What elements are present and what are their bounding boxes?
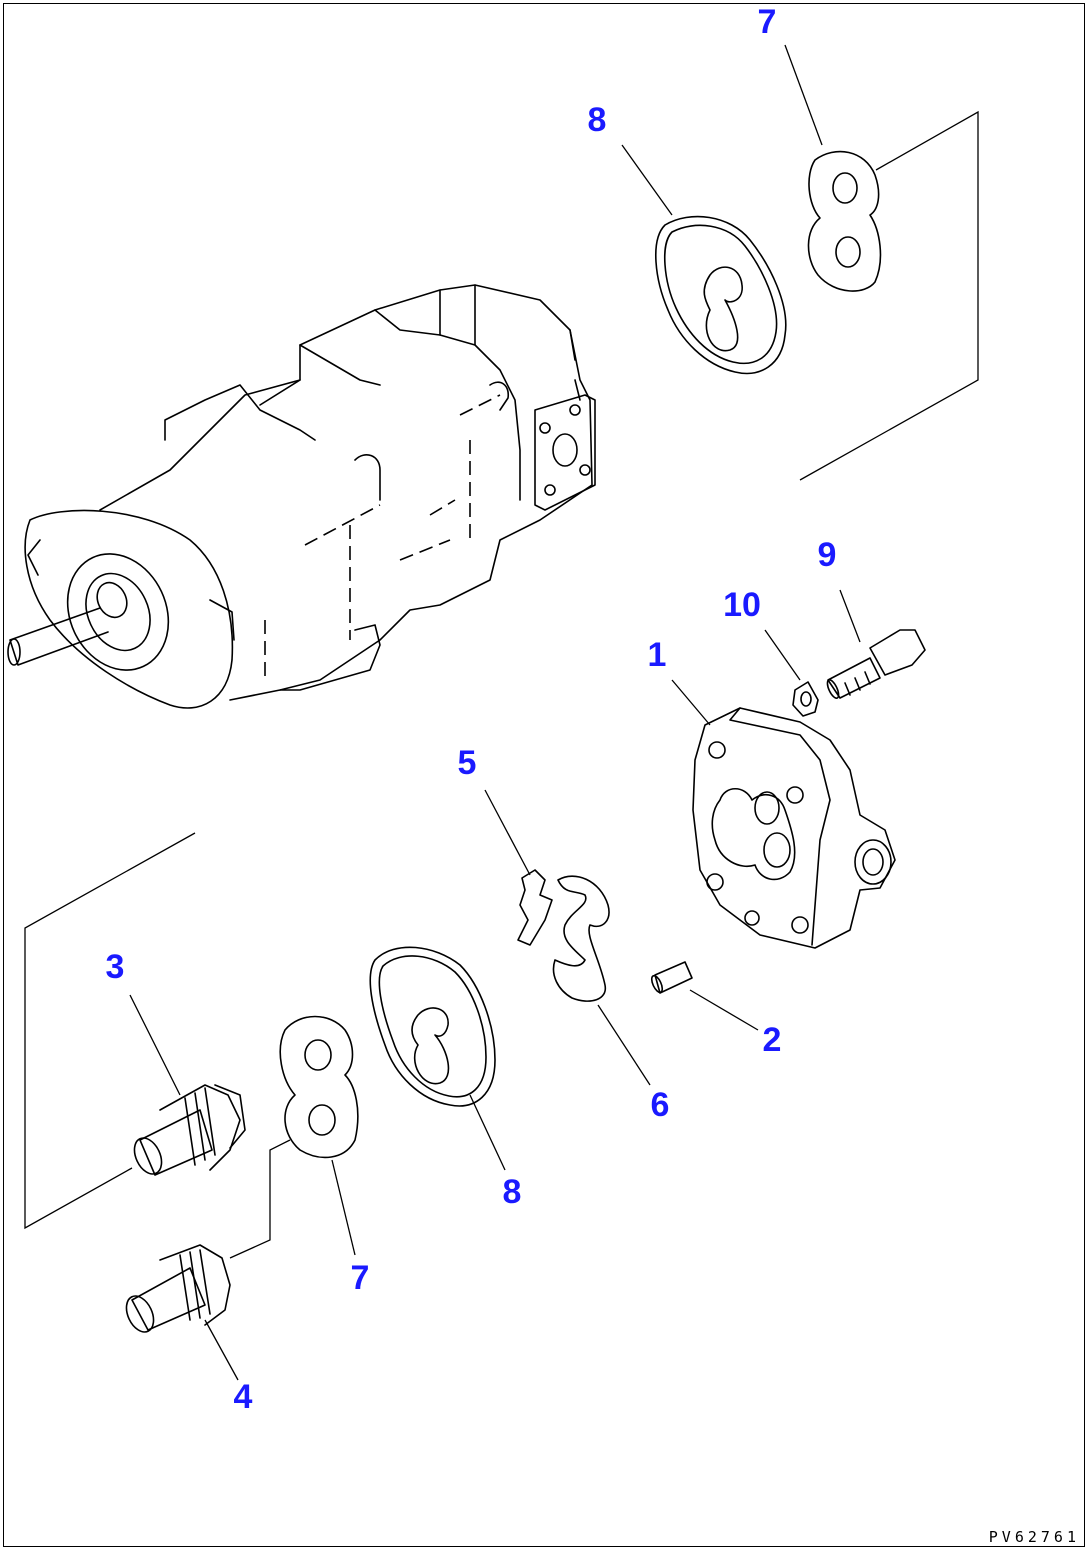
callout-8-lower: 8: [502, 1173, 522, 1211]
pump-assembly: [7, 284, 596, 709]
callout-10: 10: [723, 586, 761, 624]
upper-gasket-group: [655, 110, 979, 481]
callout-7-lower: 7: [350, 1259, 370, 1297]
callout-8-upper: 8: [587, 101, 607, 139]
lower-gasket-group: [24, 832, 496, 1333]
leader-lines: [129, 44, 861, 1381]
pin-part: [650, 961, 693, 994]
callout-2: 2: [762, 1021, 782, 1059]
drawing-code: PV62761: [988, 1528, 1080, 1546]
seal-and-backup-ring: [517, 869, 610, 1002]
drawing-frame: [3, 3, 1085, 1547]
bolt-and-washer: [792, 629, 926, 717]
callout-1: 1: [647, 636, 667, 674]
callout-5: 5: [457, 744, 477, 782]
callout-4: 4: [233, 1378, 253, 1416]
callout-6: 6: [650, 1086, 670, 1124]
callout-9: 9: [817, 536, 837, 574]
callout-3: 3: [105, 948, 125, 986]
callout-7-upper: 7: [757, 3, 777, 41]
rear-cover-part: [692, 707, 896, 949]
